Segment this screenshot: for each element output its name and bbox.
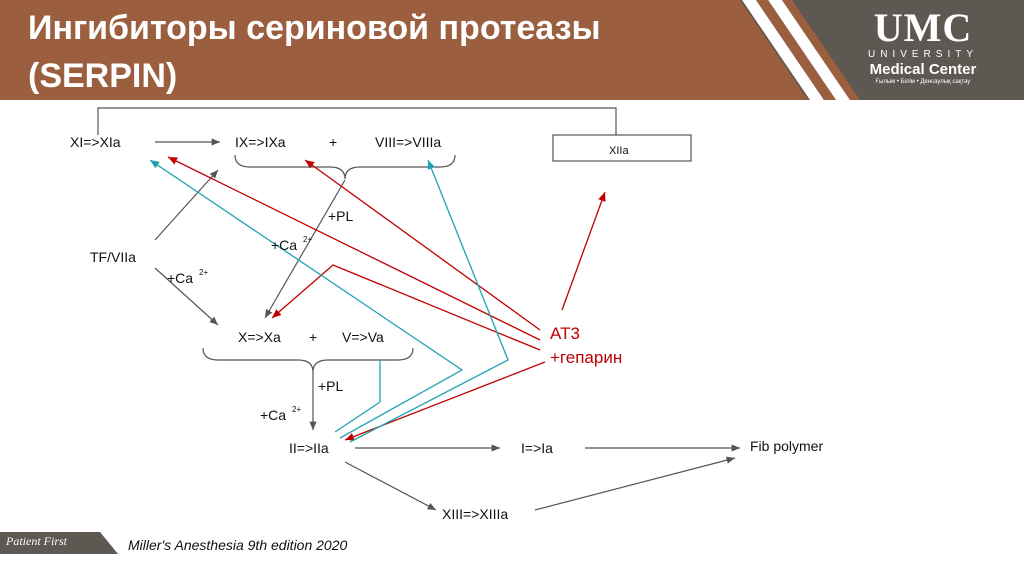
factor-x: X=>Xa <box>238 329 281 345</box>
factor-i: I=>Ia <box>521 440 553 456</box>
title-line-2: (SERPIN) <box>28 57 178 95</box>
logo-medical-center: Medical Center <box>869 61 977 78</box>
factor-ii: II=>IIa <box>289 440 329 456</box>
xiia-box <box>552 134 692 162</box>
heparin-label: +гепарин <box>550 348 622 367</box>
factor-xi: XI=>XIa <box>70 134 121 150</box>
ca-superscript: 2+ <box>303 235 312 244</box>
activation-arrows <box>97 107 740 511</box>
fibrin-polymer: Fib polymer <box>750 438 823 454</box>
page-title: Ингибиторы сериновой протеазы (SERPIN) <box>28 4 601 100</box>
patient-first-badge <box>0 532 118 554</box>
factor-ix: IX=>IXa <box>235 134 286 150</box>
patient-first-text: Patient First <box>6 534 67 548</box>
factor-viii: VIII=>VIIIa <box>375 134 441 150</box>
factor-xiii: XIII=>XIIIa <box>442 506 508 522</box>
plus-sign: + <box>329 134 337 150</box>
factor-tf-viia: TF/VIIa <box>90 249 136 265</box>
factor-xiia: XIIa <box>609 145 629 157</box>
ca-label: +Ca <box>271 237 297 253</box>
ca-label: +Ca <box>260 407 286 423</box>
ca-superscript: 2+ <box>292 405 301 414</box>
citation: Miller's Anesthesia 9th edition 2020 <box>128 537 348 553</box>
pl-label: +PL <box>328 208 354 224</box>
title-line-1: Ингибиторы сериновой протеазы <box>28 9 601 47</box>
umc-logo: UMC UNIVERSITY Medical Center Ғылым • Бі… <box>858 8 988 87</box>
at3-label: AT3 <box>550 324 580 343</box>
logo-university: UNIVERSITY <box>867 49 978 60</box>
logo-tagline: Ғылым • Білім • Денсаулық сақтау <box>875 79 971 85</box>
pl-label: +PL <box>318 378 344 394</box>
thrombin-feedback-arrows <box>149 159 509 443</box>
at3-inhibition-arrows <box>167 156 606 441</box>
ca-superscript: 2+ <box>199 268 208 277</box>
logo-umc: UMC <box>873 5 973 50</box>
plus-sign: + <box>309 329 317 345</box>
factor-v: V=>Va <box>342 329 384 345</box>
ca-label: +Ca <box>167 270 193 286</box>
header-banner <box>0 0 1024 100</box>
